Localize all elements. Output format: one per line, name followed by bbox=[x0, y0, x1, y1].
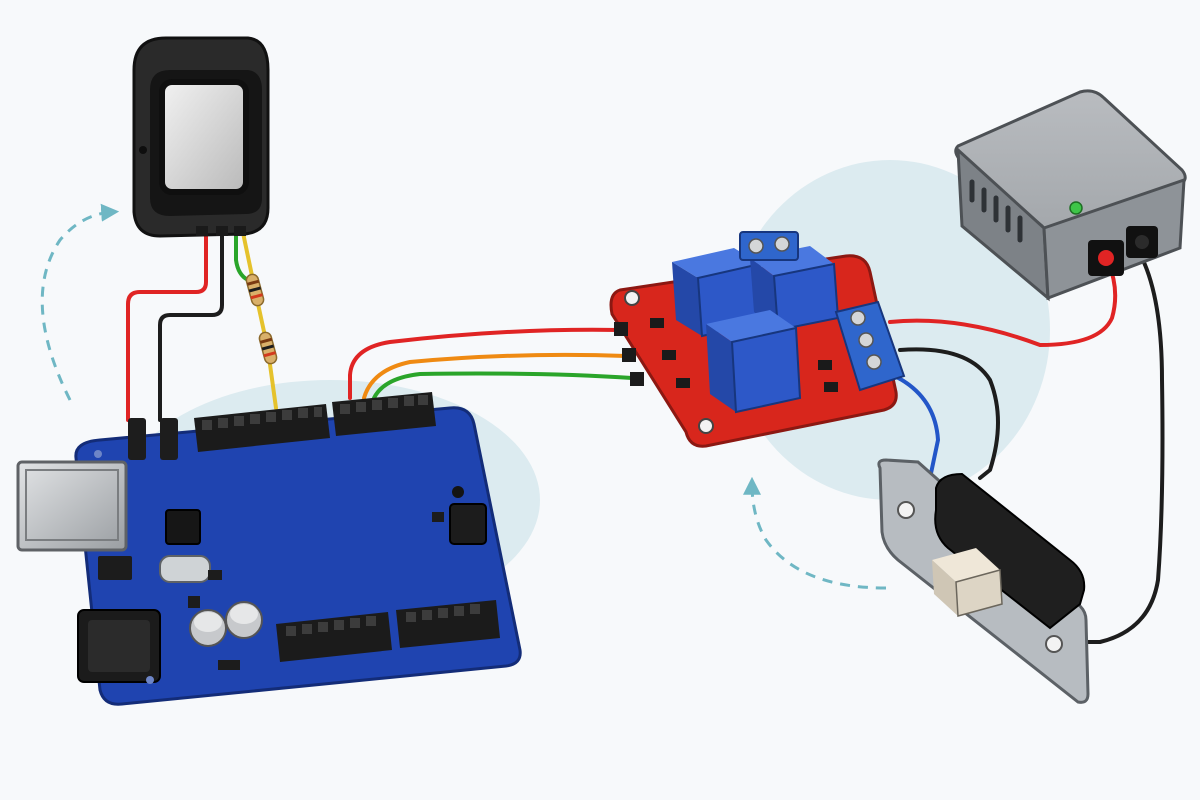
wire-ps-red bbox=[888, 260, 1118, 347]
flow-arrow-to-sensor bbox=[40, 203, 120, 401]
wire-ps-black bbox=[1084, 256, 1165, 644]
dc-jack-icon bbox=[77, 609, 161, 683]
resistor-1 bbox=[245, 273, 265, 307]
header-power bbox=[276, 612, 392, 662]
vent-slots bbox=[969, 179, 1023, 243]
header-analog bbox=[396, 600, 500, 648]
pin-plug-black bbox=[160, 418, 178, 460]
terminal-block-side bbox=[834, 300, 906, 392]
relay-module-icon bbox=[609, 231, 906, 448]
reset-button bbox=[449, 503, 487, 545]
wire-signal-green bbox=[372, 371, 634, 400]
fingerprint-sensor-icon bbox=[132, 36, 270, 238]
wire-signal-red bbox=[348, 327, 622, 400]
arduino-board-icon bbox=[16, 392, 522, 706]
wire-sensor-red bbox=[126, 228, 208, 422]
crystal-oscillator bbox=[159, 555, 211, 583]
header-digital-right bbox=[332, 392, 436, 436]
terminal-block-top bbox=[739, 231, 799, 261]
microcontroller-chip bbox=[165, 509, 201, 545]
wire-relay-black bbox=[898, 347, 1000, 480]
resistor-2 bbox=[258, 331, 278, 365]
wire-sensor-yellow bbox=[240, 226, 278, 410]
header-digital-left bbox=[194, 404, 330, 452]
flow-arrow-to-relay bbox=[743, 476, 887, 590]
door-lock-icon bbox=[877, 458, 1090, 704]
relay-cube-3 bbox=[706, 310, 802, 414]
power-led-icon bbox=[1069, 201, 1083, 215]
capacitors bbox=[189, 601, 263, 647]
lock-bolt bbox=[932, 548, 1003, 617]
wire-sensor-black bbox=[158, 228, 224, 422]
power-adapter-icon bbox=[954, 89, 1187, 302]
pin-plug-red bbox=[128, 418, 146, 460]
wires bbox=[126, 226, 1165, 644]
sensor-scanner-window bbox=[159, 79, 249, 195]
wire-signal-orange bbox=[362, 352, 628, 400]
relay-cube-1 bbox=[672, 248, 766, 338]
voltage-regulator bbox=[98, 556, 132, 580]
usb-port-icon bbox=[16, 460, 128, 552]
